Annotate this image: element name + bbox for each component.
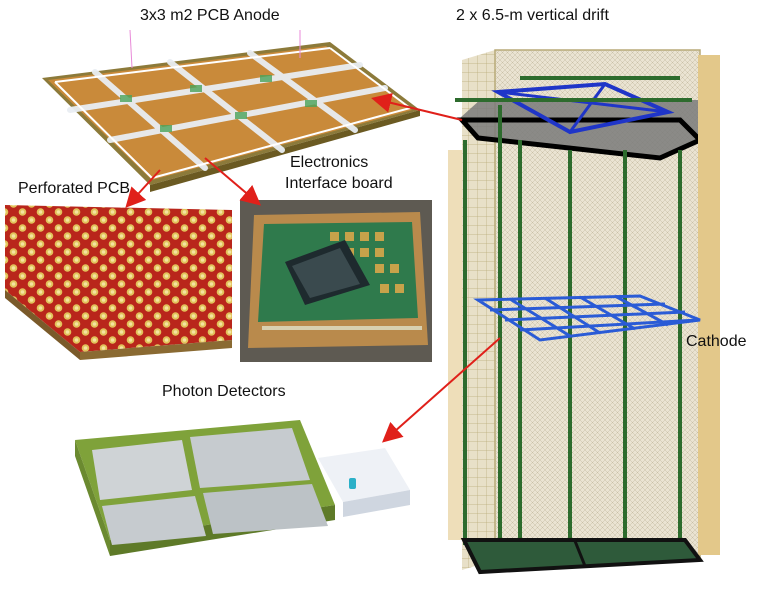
cathode-grid — [473, 294, 701, 342]
pcb-anode-illustration — [42, 29, 420, 192]
label-photon: Photon Detectors — [162, 383, 286, 400]
label-cathode: Cathode — [686, 333, 747, 350]
electronics-board-photo — [240, 200, 432, 362]
label-anode: 3x3 m2 PCB Anode — [140, 7, 280, 24]
label-drift: 2 x 6.5-m vertical drift — [456, 7, 609, 24]
perforated-pcb-illustration — [5, 205, 232, 360]
callout-arrows — [125, 93, 501, 443]
photon-detectors-illustration — [75, 420, 410, 556]
label-perforated: Perforated PCB — [18, 180, 131, 197]
label-electronics-2: Interface board — [285, 175, 393, 192]
label-electronics-1: Electronics — [290, 154, 369, 171]
vertical-drift-detector — [448, 49, 720, 575]
